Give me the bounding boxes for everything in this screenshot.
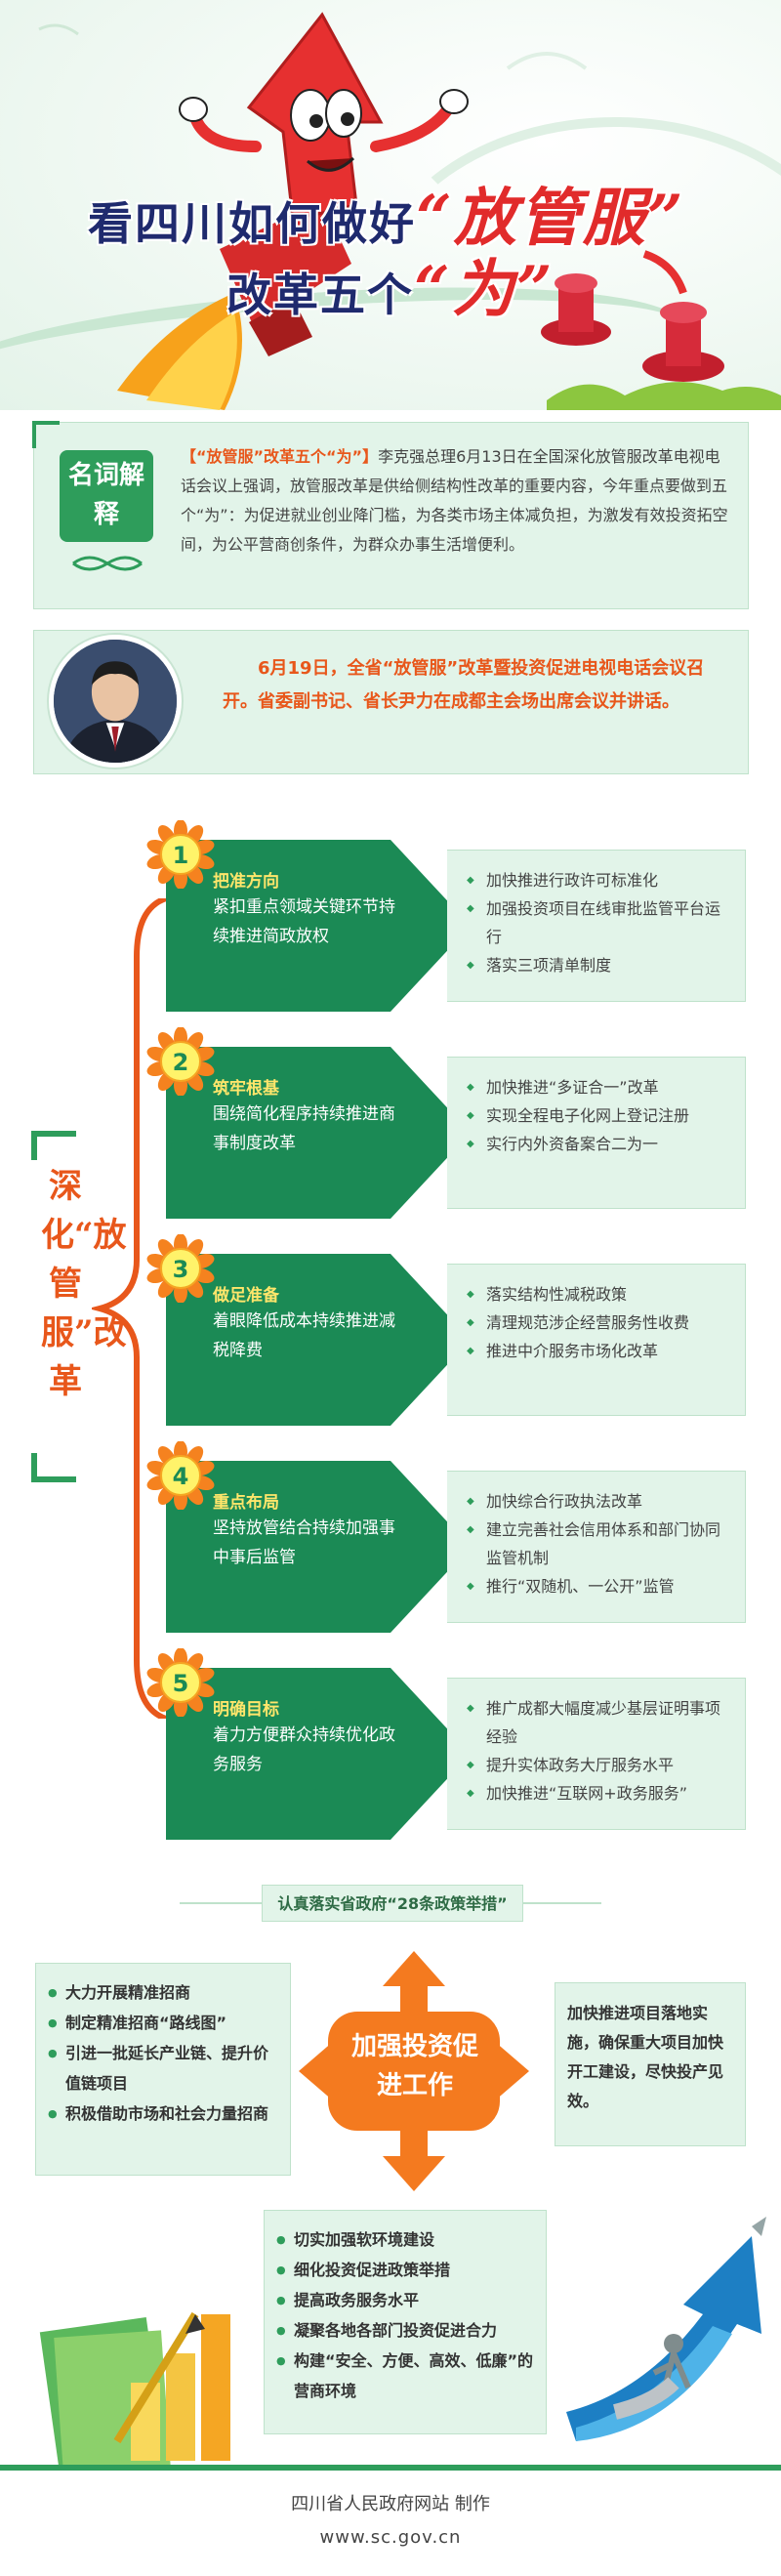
title-accent: “为” (414, 253, 555, 326)
bracket-decoration (31, 1453, 76, 1482)
step-bullet-box: 推广成都大幅度减少基层证明事项经验提升实体政务大厅服务水平加快推进“互联网+政务… (447, 1678, 746, 1830)
step-description: 坚持放管结合持续加强事中事后监管 (213, 1518, 395, 1567)
step-bullet-list: 加快综合行政执法改革建立完善社会信用体系和部门协同监管机制推行“双随机、一公开”… (465, 1487, 735, 1600)
step-arrow-shape (166, 1461, 471, 1633)
step-arrow-shape (166, 1668, 471, 1840)
title-prefix: 看四川如何做好 (88, 197, 416, 250)
policy-left-box: 大力开展精准招商制定精准招商“路线图”引进一批延长产业链、提升价值链项目积极借助… (35, 1963, 291, 2176)
footer-url-link[interactable]: www.sc.gov.cn (319, 2527, 462, 2548)
step-number: 5 (173, 1670, 189, 1697)
step-bullet-item: 推进中介服务市场化改革 (465, 1337, 735, 1365)
step-bullet-item: 加快综合行政执法改革 (465, 1487, 735, 1516)
step-arrow-shape (166, 1047, 471, 1219)
definition-body: 李克强总理6月13日在全国深化放管服改革电视电话会议上强调，放管服改革是供给侧结… (181, 447, 728, 554)
definition-highlight: 【“放管服”改革五个“为”】 (181, 447, 379, 466)
title-accent: “放管服” (416, 182, 685, 255)
footer-divider (0, 2465, 781, 2471)
policy-item: 凝聚各地各部门投资促进合力 (276, 2315, 534, 2346)
step-arrow-shape (166, 840, 471, 1012)
step-number: 1 (173, 842, 189, 869)
page-title-line2: 改革五个“为” (226, 239, 555, 329)
step-description: 围绕简化程序持续推进商事制度改革 (213, 1104, 395, 1153)
step-bullet-item: 加快推进“互联网+政务服务” (465, 1779, 735, 1807)
rising-arrow-icon (566, 2217, 766, 2441)
policy-item: 制定精准招商“路线图” (48, 2008, 278, 2038)
page-title-line1: 看四川如何做好“放管服” (88, 168, 685, 258)
step-bullet-box: 加快推进行政许可标准化加强投资项目在线审批监管平台运行落实三项清单制度 (447, 850, 746, 1002)
step-bullet-item: 推行“双随机、一公开”监管 (465, 1572, 735, 1600)
step-bullet-item: 加快推进行政许可标准化 (465, 866, 735, 894)
step-bullet-box: 加快综合行政执法改革建立完善社会信用体系和部门协同监管机制推行“双随机、一公开”… (447, 1471, 746, 1623)
step-title: 做足准备 (213, 1286, 279, 1306)
person-portrait-icon (54, 640, 177, 763)
step-number: 4 (173, 1463, 189, 1490)
policy-item: 提高政务服务水平 (276, 2285, 534, 2315)
step-bullet-item: 提升实体政务大厅服务水平 (465, 1751, 735, 1779)
corner-decoration (32, 421, 60, 448)
cross-arrows-shape (299, 1951, 529, 2191)
step-title: 明确目标 (213, 1700, 279, 1720)
step-flower-icon: 4 (146, 1441, 215, 1510)
step-bullet-item: 实行内外资备案合二为一 (465, 1130, 735, 1158)
policy-item: 构建“安全、方便、高效、低廉”的营商环境 (276, 2346, 534, 2406)
policy-bottom-list: 切实加强软环境建设细化投资促进政策举措提高政务服务水平凝聚各地各部门投资促进合力… (276, 2224, 534, 2406)
step-bullet-item: 清理规范涉企经营服务性收费 (465, 1309, 735, 1337)
step-bullet-list: 加快推进行政许可标准化加强投资项目在线审批监管平台运行落实三项清单制度 (465, 866, 735, 979)
policy-center-title: 加强投资促进工作 (350, 2032, 478, 2100)
meeting-text: 6月19日，全省“放管服”改革暨投资促进电视电话会议召开。省委副书记、省长尹力在… (223, 658, 705, 712)
step-flower-icon: 3 (146, 1234, 215, 1303)
policy-bottom-box: 切实加强软环境建设细化投资促进政策举措提高政务服务水平凝聚各地各部门投资促进合力… (264, 2210, 547, 2434)
step-description: 着力方便群众持续优化政务服务 (213, 1725, 395, 1774)
step-bullet-item: 加强投资项目在线审批监管平台运行 (465, 894, 735, 951)
policy-item: 积极借助市场和社会力量招商 (48, 2098, 278, 2129)
avatar (49, 635, 182, 768)
step-bullet-box: 加快推进“多证合一”改革实现全程电子化网上登记注册实行内外资备案合二为一 (447, 1057, 746, 1209)
policy-heading: 认真落实省政府“28条政策举措” (262, 1885, 523, 1922)
growth-chart-icon (39, 2311, 230, 2471)
policy-left-list: 大力开展精准招商制定精准招商“路线图”引进一批延长产业链、提升价值链项目积极借助… (48, 1977, 278, 2129)
step-bullet-item: 加快推进“多证合一”改革 (465, 1073, 735, 1101)
step-arrow-shape (166, 1254, 471, 1426)
step-bullet-box: 落实结构性减税政策清理规范涉企经营服务性收费推进中介服务市场化改革 (447, 1264, 746, 1416)
policy-item: 大力开展精准招商 (48, 1977, 278, 2008)
title-prefix: 改革五个 (226, 269, 414, 321)
bracket-decoration (31, 1131, 76, 1160)
ornament-icon (72, 556, 143, 571)
hero-banner: 看四川如何做好“放管服” 改革五个“为” (0, 0, 781, 410)
step-description: 着眼降低成本持续推进减税降费 (213, 1311, 395, 1360)
step-flower-icon: 5 (146, 1648, 215, 1717)
step-flower-icon: 2 (146, 1027, 215, 1096)
policy-item: 引进一批延长产业链、提升价值链项目 (48, 2038, 278, 2098)
step-bullet-item: 实现全程电子化网上登记注册 (465, 1101, 735, 1130)
step-bullet-item: 建立完善社会信用体系和部门协同监管机制 (465, 1516, 735, 1572)
step-title: 筑牢根基 (213, 1079, 279, 1099)
step-flower-icon: 1 (146, 820, 215, 889)
step-bullet-list: 推广成都大幅度减少基层证明事项经验提升实体政务大厅服务水平加快推进“互联网+政务… (465, 1694, 735, 1807)
step-title: 重点布局 (213, 1493, 279, 1513)
policy-item: 切实加强软环境建设 (276, 2224, 534, 2255)
step-bullet-list: 落实结构性减税政策清理规范涉企经营服务性收费推进中介服务市场化改革 (465, 1280, 735, 1365)
decorative-swirl (371, 117, 781, 410)
step-bullet-item: 推广成都大幅度减少基层证明事项经验 (465, 1694, 735, 1751)
definition-badge: 名词解释 (60, 450, 153, 542)
step-number: 2 (173, 1049, 189, 1076)
rocket-arrow-illustration (38, 12, 781, 410)
policy-item: 细化投资促进政策举措 (276, 2255, 534, 2285)
definition-box: 名词解释 【“放管服”改革五个“为”】李克强总理6月13日在全国深化放管服改革电… (32, 421, 749, 609)
step-bullet-item: 落实三项清单制度 (465, 951, 735, 979)
step-bullet-list: 加快推进“多证合一”改革实现全程电子化网上登记注册实行内外资备案合二为一 (465, 1073, 735, 1158)
definition-text: 【“放管服”改革五个“为”】李克强总理6月13日在全国深化放管服改革电视电话会议… (181, 442, 733, 560)
step-title: 把准方向 (213, 872, 279, 892)
step-number: 3 (173, 1256, 189, 1283)
step-description: 紧扣重点领域关键环节持续推进简政放权 (213, 897, 395, 946)
reform-brace (92, 898, 168, 1719)
footer-producer: 四川省人民政府网站 制作 (291, 2494, 490, 2514)
step-bullet-item: 落实结构性减税政策 (465, 1280, 735, 1309)
policy-right-box: 加快推进项目落地实施，确保重大项目加快开工建设，尽快投产见效。 (555, 1982, 746, 2146)
